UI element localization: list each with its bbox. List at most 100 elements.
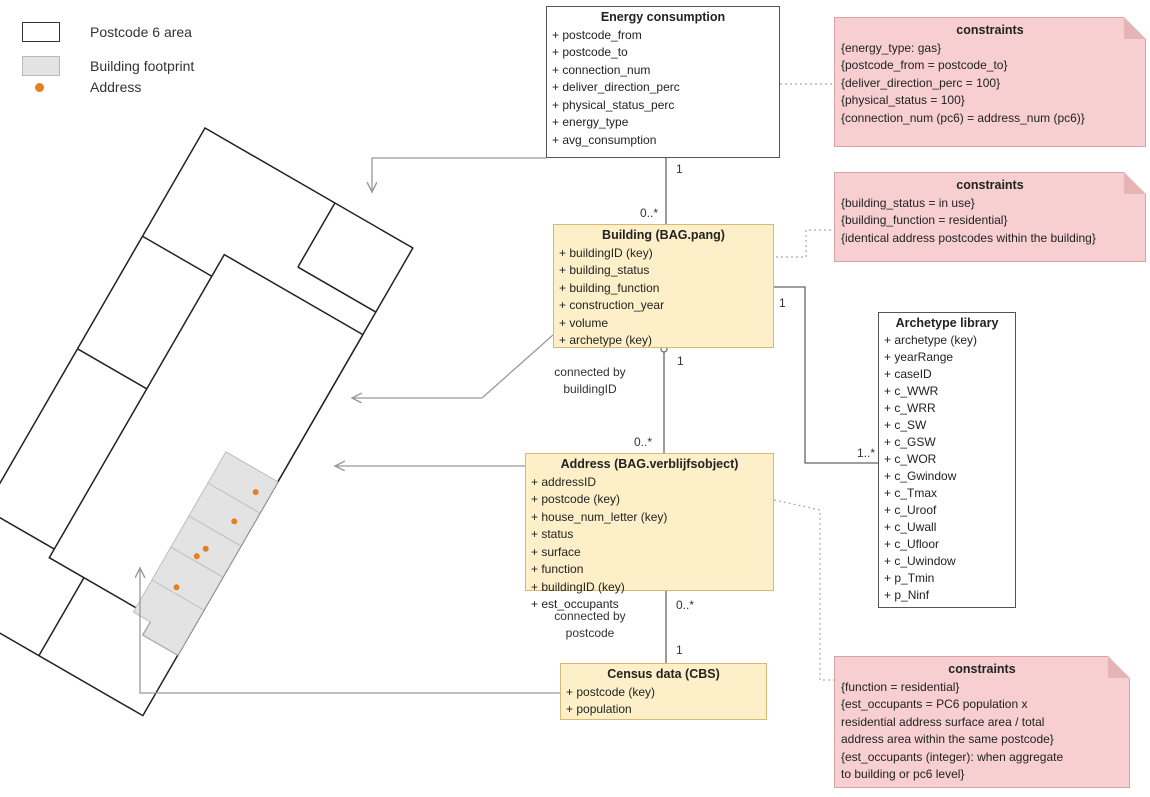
class-attribute: + deliver_direction_perc [552, 80, 680, 94]
constraint-line: {connection_num (pc6) = address_num (pc6… [841, 110, 1085, 125]
class-attribute: + c_Uwall [884, 520, 937, 534]
parcel-boundary [142, 235, 213, 277]
address-dot [193, 553, 200, 560]
note-title: constraints [956, 23, 1024, 37]
class-attribute: + status [531, 527, 574, 541]
class-title: Energy consumption [600, 10, 726, 24]
constraint-line: residential address surface area / total [841, 714, 1045, 729]
class-attribute: + p_Tmin [884, 571, 935, 585]
arrow-building-to-map [352, 334, 554, 398]
address-dot [252, 489, 259, 496]
class-attribute: + avg_consumption [552, 132, 657, 147]
class-title: Archetype library [895, 316, 999, 330]
class-energy-consumption: Energy consumption + postcode_from+ post… [546, 6, 780, 158]
note-title: constraints [948, 662, 1016, 676]
class-attribute: + c_WWR [884, 384, 939, 398]
note-fold [1108, 656, 1130, 678]
class-attributes: + archetype (key) + yearRange + caseID + c_… [884, 332, 1010, 604]
class-attribute: + postcode_to [552, 45, 628, 59]
class-attributes: + buildingID (key) + building_status + bui… [559, 245, 768, 350]
note-connector-building [776, 229, 834, 258]
legend-label: Postcode 6 area [90, 24, 192, 40]
class-archetype-library: Archetype library + archetype (key) + yea… [878, 312, 1016, 608]
note-lines: {energy_type: gas} {postcode_from = postc… [841, 40, 1139, 128]
parcel-boundary [297, 202, 336, 268]
relation-label-buildingid: connected by buildingID [554, 365, 626, 396]
class-attribute: + c_Gwindow [884, 469, 957, 483]
multiplicity-label: 0..* [676, 598, 695, 612]
class-attribute: + c_Ufloor [884, 537, 940, 551]
note-address-constraints: constraints {function = residential} {est… [834, 656, 1130, 788]
class-attribute: + building_function [559, 280, 660, 295]
class-attribute: + archetype (key) [884, 333, 978, 347]
parcel-boundary [38, 577, 85, 657]
class-title: Building (BAG.pang) [602, 228, 725, 242]
address-dot-icon [22, 77, 60, 97]
class-attribute: + house_num_letter (key) [531, 509, 668, 524]
class-attribute: + c_WRR [884, 401, 936, 415]
footprint-division [170, 546, 224, 578]
parcel-boundary [297, 266, 377, 313]
class-attribute: + postcode_from [552, 27, 642, 42]
class-attribute: + volume [559, 315, 609, 330]
constraint-line: {function = residential} [841, 679, 960, 694]
address-dot [202, 545, 209, 552]
multiplicity-label: 1 [779, 296, 786, 310]
multiplicity-label: 0..* [634, 435, 653, 449]
class-attribute: + surface [531, 544, 581, 559]
constraint-line: {est_occupants (integer): when aggregate [841, 749, 1064, 764]
assoc-building-archetype [774, 286, 878, 464]
legend-label: Address [90, 79, 142, 95]
class-attribute: + caseID [884, 367, 932, 381]
class-attribute: + archetype (key) [559, 333, 653, 347]
class-title: Address (BAG.verblijfsobject) [560, 457, 739, 471]
class-attribute: + connection_num [552, 62, 651, 77]
class-title: Census data (CBS) [607, 667, 720, 681]
address-dot [231, 518, 238, 525]
footprint-division [207, 482, 261, 514]
note-energy-constraints: constraints {energy_type: gas} {postcode_… [834, 17, 1146, 147]
note-lines: {function = residential} {est_occupants =… [841, 679, 1123, 784]
constraint-line: {energy_type: gas} [841, 40, 942, 55]
class-attribute: + c_Uwindow [884, 554, 956, 568]
class-attribute: + c_WOR [884, 452, 937, 466]
class-building: Building (BAG.pang) + buildingID (key)+ … [553, 224, 774, 348]
multiplicity-label: 1 [677, 354, 684, 368]
class-attribute: + buildingID (key) [559, 245, 653, 260]
class-attribute: + c_Uroof [884, 503, 937, 517]
parcel-boundary [77, 348, 148, 390]
multiplicity-label: 1 [676, 643, 683, 657]
class-attribute: + est_occupants [531, 597, 619, 611]
note-building-constraints: constraints {building_status = in use}{b… [834, 172, 1146, 262]
class-attribute: + building_status [559, 263, 650, 277]
arrow-energy-to-map [372, 157, 546, 192]
class-attributes: + postcode_from + postcode_to + connection… [552, 27, 774, 150]
class-attribute: + c_Tmax [884, 486, 938, 500]
class-attribute: + energy_type [552, 115, 629, 129]
constraint-line: {est_occupants = PC6 population x [841, 697, 1028, 711]
class-attribute: + yearRange [884, 350, 954, 364]
class-attribute: + addressID [531, 474, 597, 489]
legend-postcode-area: Postcode 6 area [22, 19, 192, 45]
class-attribute: + physical_status_perc [552, 97, 675, 112]
class-attribute: + construction_year [559, 298, 665, 312]
postcode-area-swatch [22, 22, 60, 42]
parcel-boundary [0, 508, 55, 550]
multiplicity-label: 0..* [640, 206, 659, 220]
legend-label: Building footprint [90, 58, 195, 74]
class-attributes: + postcode (key)+ population [566, 684, 761, 719]
relation-label-postcode: connected by postcode [554, 609, 626, 640]
building-footprint-swatch [22, 56, 60, 76]
constraint-line: {identical address postcodes within the … [841, 230, 1096, 245]
constraint-line: {building_function = residential} [841, 213, 1008, 227]
class-attribute: + function [531, 562, 584, 576]
note-fold [1124, 17, 1146, 39]
class-attribute: + postcode (key) [566, 684, 656, 699]
constraint-line: {deliver_direction_perc = 100} [841, 75, 1001, 90]
note-fold [1124, 172, 1146, 194]
legend-building-footprint: Building footprint [22, 53, 194, 79]
constraint-line: {postcode_from = postcode_to} [841, 58, 1008, 72]
note-lines: {building_status = in use}{building_func… [841, 195, 1139, 248]
class-attribute: + buildingID (key) [531, 579, 625, 594]
